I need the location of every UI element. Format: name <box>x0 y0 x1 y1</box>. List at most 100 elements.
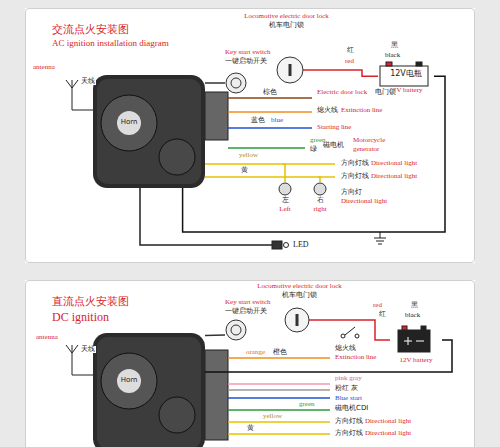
connector-block <box>205 92 228 440</box>
battery-symbol <box>416 62 422 66</box>
wire-label: 天线 <box>80 346 96 353</box>
wire-label: Directional light <box>370 160 418 167</box>
wire <box>303 69 341 71</box>
node-label: Key start switch <box>225 298 291 307</box>
alarm-housing <box>97 79 201 184</box>
wire-label: pink gray <box>334 375 363 382</box>
key-switch: Key start switch一键启动开关 <box>225 298 291 341</box>
node-label: right <box>305 205 335 214</box>
wire-label: Extinction line <box>340 107 383 114</box>
battery: 12V battery <box>390 328 442 368</box>
panel-ground <box>25 8 475 263</box>
led-plug <box>272 241 282 249</box>
wire-label: 黄 <box>240 167 249 174</box>
wire-label: black <box>404 312 421 319</box>
wire-label: Starting line <box>316 124 352 131</box>
antenna-symbol <box>66 80 93 375</box>
switch-symbol <box>355 334 359 338</box>
wire-label: yellow <box>262 413 283 420</box>
wire-label: red <box>344 58 355 65</box>
node-label: Locomotive electric door lock <box>232 12 341 21</box>
diagram-panel: 交流点火安装图 AC ignition installation diagramH… <box>25 8 475 263</box>
node-label: Left <box>272 205 298 214</box>
node-label: 机车电门锁 <box>245 291 354 300</box>
key-switch-button <box>231 78 241 88</box>
battery-symbol <box>380 62 430 352</box>
wire-label: yellow <box>238 152 259 159</box>
node-label: 右 <box>305 196 335 205</box>
wire-label: 方向灯线 <box>334 418 364 425</box>
wire <box>309 319 354 321</box>
wire-label: Directional light <box>340 198 388 205</box>
panel-ground <box>25 8 475 447</box>
wire <box>228 409 330 411</box>
alarm-unit: Horn <box>93 333 205 447</box>
wire-label: 红 <box>346 47 355 54</box>
key-switch-symbol <box>226 320 246 340</box>
key-switch-symbol <box>226 73 246 93</box>
horn-speaker <box>101 353 157 409</box>
wire-label: Directional light <box>364 430 412 437</box>
wire <box>228 111 312 113</box>
wire <box>228 383 330 385</box>
wire-label: 磁电机 <box>322 142 345 149</box>
wire-label: 方向灯线 <box>340 173 370 180</box>
wire-label: antenna <box>32 64 56 71</box>
node-label: 12V电瓶 <box>378 69 434 79</box>
horn-cap <box>117 369 141 393</box>
wire-label: 磁电机CDI <box>334 405 369 412</box>
panel-subtitle: AC ignition installation diagram <box>52 38 448 49</box>
connector-block <box>205 92 228 140</box>
wire-label: Directional light <box>364 418 412 425</box>
node-label: Horn <box>117 118 141 127</box>
wire <box>228 397 330 399</box>
panel-title: 交流点火安装图 <box>52 23 448 36</box>
wire-connector <box>205 340 452 372</box>
wire <box>228 97 312 99</box>
node-label: 12V battery <box>390 356 442 365</box>
wire-connector <box>354 320 390 340</box>
wire-label: Electric door lock <box>316 89 368 96</box>
key-switch-button <box>231 325 241 335</box>
wire-label: Blue start <box>334 395 363 402</box>
alarm-housing <box>97 337 201 447</box>
wire-label: blue <box>270 117 284 124</box>
wire <box>228 389 330 391</box>
key-slot <box>289 64 292 76</box>
wire-connector <box>183 76 445 232</box>
alarm-housing <box>93 75 205 188</box>
door-lock: Locomotive electric door lock机车电门锁 <box>245 282 354 334</box>
wire-label: 熄火线 <box>316 107 339 114</box>
node-label: Key start switch <box>225 48 287 57</box>
horn-speaker <box>101 95 157 151</box>
wire-label: 蓝色 <box>250 117 266 124</box>
alarm-housing <box>93 333 205 447</box>
antenna-symbol <box>66 345 78 353</box>
speaker-grille <box>159 397 195 433</box>
led-plug <box>272 241 289 249</box>
horn-cap <box>117 111 141 135</box>
antenna-symbol <box>66 80 78 88</box>
wire <box>228 357 330 359</box>
wire <box>140 188 272 245</box>
switch-symbol <box>341 327 359 338</box>
node-label: Horn <box>117 376 141 385</box>
wire <box>228 421 330 423</box>
key-slot <box>296 314 299 326</box>
wire-label: antenna <box>35 334 59 341</box>
battery: 12V电瓶12V battery <box>378 64 434 102</box>
node-label: 一键启动开关 <box>225 307 291 316</box>
alarm-unit: Horn <box>93 75 205 188</box>
wire-connector <box>205 334 225 336</box>
battery-symbol <box>404 337 424 345</box>
wire-connector <box>205 164 285 182</box>
wire-connector <box>205 82 225 84</box>
wire <box>283 163 335 165</box>
led-plug <box>284 243 289 248</box>
connector-block <box>205 350 228 440</box>
wire-label: 电门锁 <box>374 89 397 96</box>
